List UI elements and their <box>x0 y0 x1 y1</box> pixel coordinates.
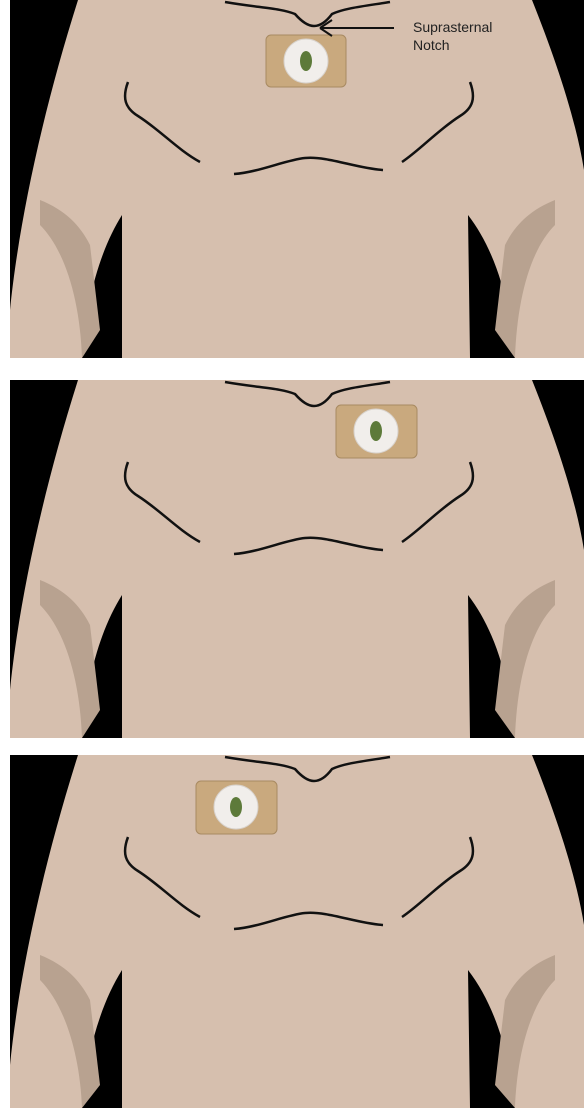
leaf-icon <box>300 51 312 71</box>
ecg-patch <box>196 781 277 834</box>
label-line-1: Suprasternal <box>413 18 573 36</box>
torso-panel-right-chest <box>10 755 584 1108</box>
torso-illustration <box>10 380 584 738</box>
torso-panel-notch: Suprasternal Notch <box>10 0 584 358</box>
leaf-icon <box>370 421 382 441</box>
ecg-patch <box>266 35 346 87</box>
torso-illustration <box>10 755 584 1108</box>
suprasternal-notch-label: Suprasternal Notch <box>413 18 573 54</box>
label-line-2: Notch <box>413 36 573 54</box>
leaf-icon <box>230 797 242 817</box>
ecg-patch <box>336 405 417 458</box>
torso-panel-left-chest <box>10 380 584 738</box>
